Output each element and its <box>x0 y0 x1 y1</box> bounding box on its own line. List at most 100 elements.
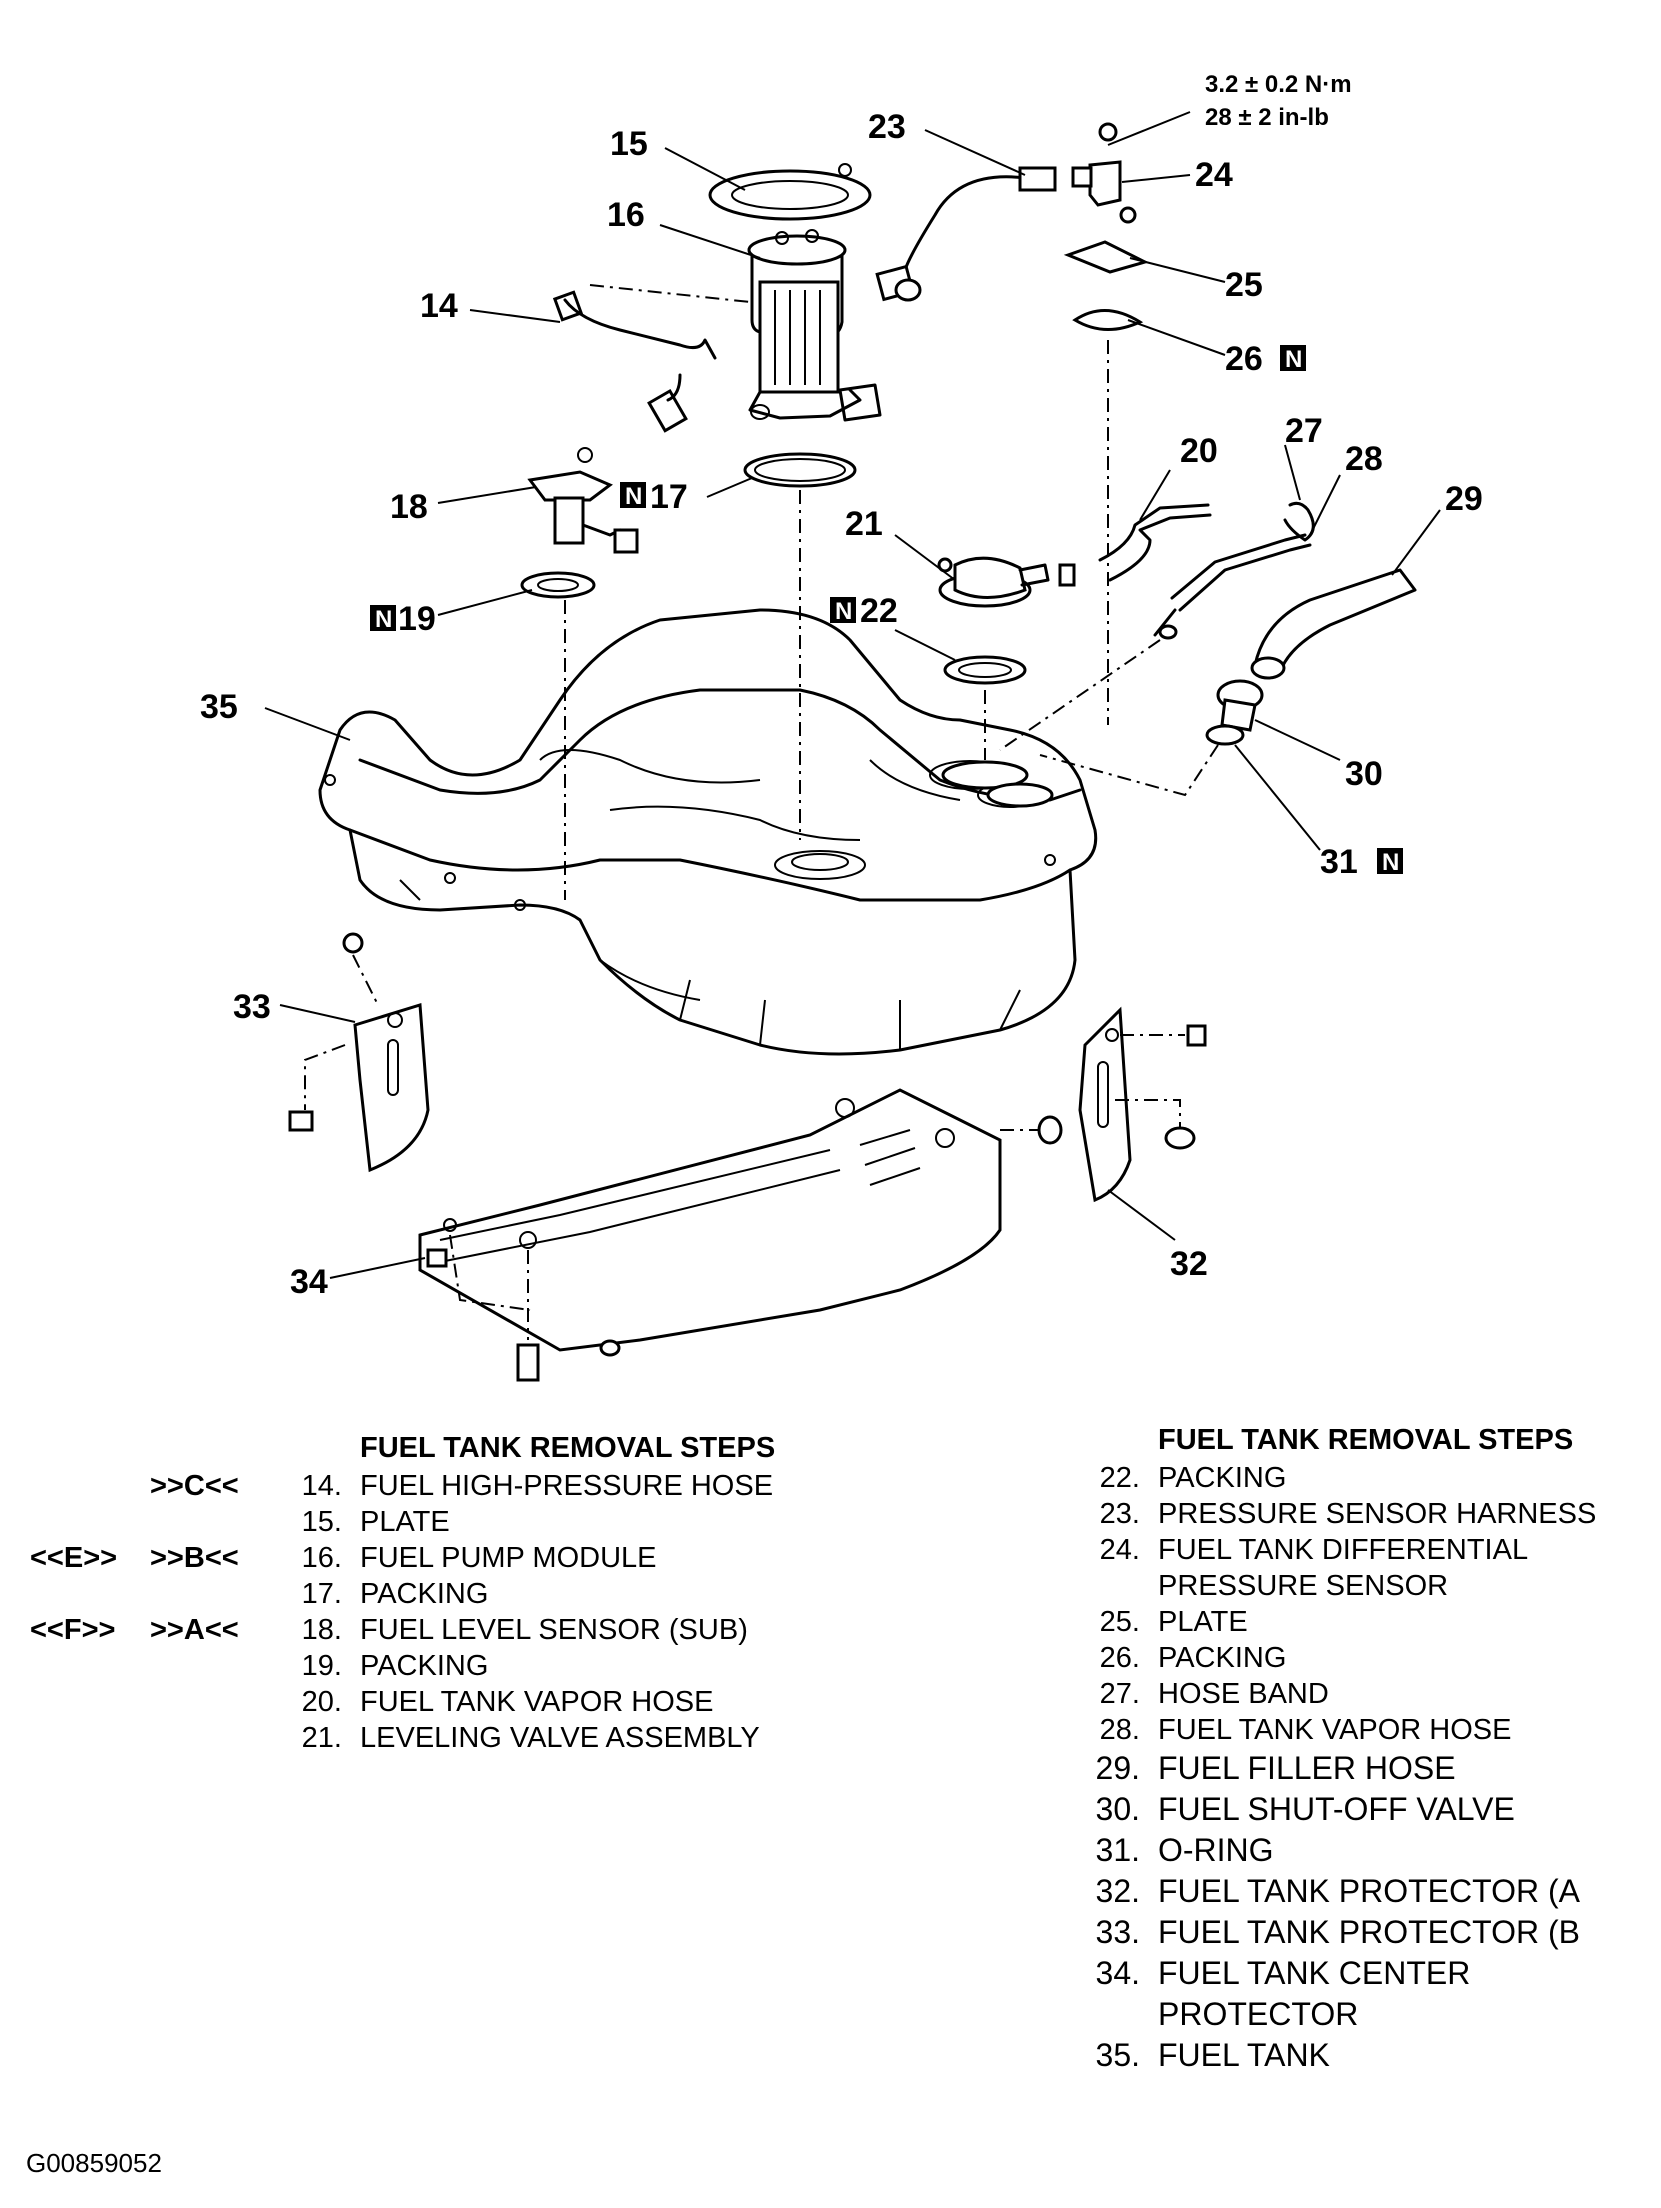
step-text: FUEL TANK CENTER <box>1158 1955 1471 1991</box>
step-number: 25. <box>1099 1606 1140 1638</box>
step-ref1 <box>30 1504 150 1540</box>
svg-text:N: N <box>1285 346 1302 373</box>
exploded-parts-diagram: 15 16 14 17 18 19 20 21 22 23 24 25 26 2… <box>200 71 1483 1382</box>
step-number: 35. <box>1095 2037 1140 2073</box>
step-text: FUEL FILLER HOSE <box>1158 1750 1456 1786</box>
callout-34: 34 <box>290 1263 328 1301</box>
step-row: >>C<< 14. FUEL HIGH-PRESSURE HOSE <box>30 1468 775 1504</box>
step-text: FUEL HIGH-PRESSURE HOSE <box>360 1470 774 1502</box>
new-part-badge-19: N <box>370 605 396 633</box>
step-text: FUEL TANK VAPOR HOSE <box>360 1686 714 1718</box>
step-number <box>1080 1568 1140 1604</box>
step-ref1 <box>30 1720 150 1756</box>
callout-27: 27 <box>1285 412 1323 450</box>
step-ref2: >>B<< <box>150 1542 239 1574</box>
callout-16: 16 <box>607 196 645 234</box>
callout-21: 21 <box>845 505 883 543</box>
fuel-tank-drawing <box>318 608 1098 1056</box>
step-text: PACKING <box>360 1578 489 1610</box>
callout-26: 26 <box>1225 340 1263 378</box>
svg-text:N: N <box>375 606 392 633</box>
step-row: 24.FUEL TANK DIFFERENTIAL <box>1080 1532 1596 1568</box>
step-number: 26. <box>1099 1642 1140 1674</box>
svg-text:N: N <box>835 598 852 625</box>
callout-28: 28 <box>1345 440 1383 478</box>
new-part-badge-22: N <box>830 597 856 625</box>
step-ref1 <box>30 1648 150 1684</box>
step-number: 32. <box>1095 1873 1140 1909</box>
step-row: 30.FUEL SHUT-OFF VALVE <box>1080 1789 1596 1830</box>
step-row: 20. FUEL TANK VAPOR HOSE <box>30 1684 775 1720</box>
step-text: PLATE <box>360 1506 450 1538</box>
step-number: 34. <box>1095 1955 1140 1991</box>
new-part-badges: N N N N N <box>370 345 1403 876</box>
step-text: LEVELING VALVE ASSEMBLY <box>360 1722 760 1754</box>
right-steps-heading-row: FUEL TANK REMOVAL STEPS <box>1080 1422 1596 1460</box>
step-ref2 <box>150 1684 270 1720</box>
torque-spec-inlb: 28 ± 2 in-lb <box>1205 104 1329 131</box>
step-text: PACKING <box>1158 1462 1287 1494</box>
callout-23: 23 <box>868 108 906 146</box>
step-ref1: <<F>> <box>30 1614 116 1646</box>
step-ref2 <box>150 1720 270 1756</box>
step-number: 33. <box>1095 1914 1140 1950</box>
step-ref1 <box>30 1468 150 1504</box>
step-number: 30. <box>1095 1791 1140 1827</box>
step-row: 27.HOSE BAND <box>1080 1676 1596 1712</box>
right-steps-heading: FUEL TANK REMOVAL STEPS <box>1158 1424 1574 1456</box>
callout-33: 33 <box>233 988 271 1026</box>
step-row: 34. FUEL TANK CENTER <box>1080 1953 1596 1994</box>
torque-spec: 3.2 ± 0.2 N·m 28 ± 2 in-lb <box>1205 71 1352 131</box>
step-number: 22. <box>1099 1462 1140 1494</box>
step-row: PRESSURE SENSOR <box>1080 1568 1596 1604</box>
step-number: 29. <box>1095 1750 1140 1786</box>
step-row: 31.O-RING <box>1080 1830 1596 1871</box>
step-row: 17. PACKING <box>30 1576 775 1612</box>
leveling-valve-drawing <box>937 556 1076 808</box>
step-row: 28. FUEL TANK VAPOR HOSE <box>1080 1712 1596 1748</box>
step-number: 28. <box>1099 1714 1140 1746</box>
step-text: FUEL LEVEL SENSOR (SUB) <box>360 1614 748 1646</box>
step-row: 23.PRESSURE SENSOR HARNESS <box>1080 1496 1597 1532</box>
filler-hose-drawing <box>1039 568 1417 797</box>
step-text: FUEL PUMP MODULE <box>360 1542 657 1574</box>
step-number: 15. <box>301 1506 342 1538</box>
step-row: 33.FUEL TANK PROTECTOR (B <box>1080 1912 1596 1953</box>
step-text: PACKING <box>360 1650 489 1682</box>
step-text: PRESSURE SENSOR HARNESS <box>1158 1498 1597 1530</box>
step-row: 35. FUEL TANK <box>1080 2035 1596 2076</box>
callout-35: 35 <box>200 688 238 726</box>
step-number: 21. <box>301 1722 342 1754</box>
svg-text:N: N <box>1382 849 1399 876</box>
callout-19: 19 <box>398 600 436 638</box>
step-ref2 <box>150 1576 270 1612</box>
step-row: 32. FUEL TANK PROTECTOR (A <box>1080 1871 1596 1912</box>
callout-29: 29 <box>1445 480 1483 518</box>
callout-18: 18 <box>390 488 428 526</box>
svg-text:N: N <box>625 483 642 510</box>
step-ref2: >>A<< <box>150 1614 239 1646</box>
step-text: FUEL TANK PROTECTOR (A <box>1158 1873 1580 1909</box>
callout-14: 14 <box>420 287 458 325</box>
step-text: PRESSURE SENSOR <box>1158 1570 1449 1602</box>
step-ref1 <box>30 1576 150 1612</box>
fuel-level-sensor-drawing <box>520 447 639 900</box>
step-text: O-RING <box>1158 1832 1274 1868</box>
left-removal-steps: FUEL TANK REMOVAL STEPS >>C<< 14. FUEL H… <box>30 1430 775 1756</box>
fuel-tank-protectors-drawing <box>288 932 1207 1382</box>
callout-20: 20 <box>1180 432 1218 470</box>
callout-17: 17 <box>650 478 688 516</box>
leader-lines <box>264 111 1441 1279</box>
step-number: 19. <box>301 1650 342 1682</box>
step-row: 26.PACKING <box>1080 1640 1596 1676</box>
callout-25: 25 <box>1225 266 1263 304</box>
step-ref2 <box>150 1504 270 1540</box>
step-row: 29. FUEL FILLER HOSE <box>1080 1748 1596 1789</box>
step-text: FUEL TANK <box>1158 2037 1330 2073</box>
step-number: 18. <box>301 1614 342 1646</box>
callout-31: 31 <box>1320 843 1358 881</box>
step-ref1: <<E>> <box>30 1542 118 1574</box>
pressure-sensor-drawing <box>875 122 1150 725</box>
step-text: FUEL TANK VAPOR HOSE <box>1158 1714 1512 1746</box>
step-row: PROTECTOR <box>1080 1994 1596 2035</box>
